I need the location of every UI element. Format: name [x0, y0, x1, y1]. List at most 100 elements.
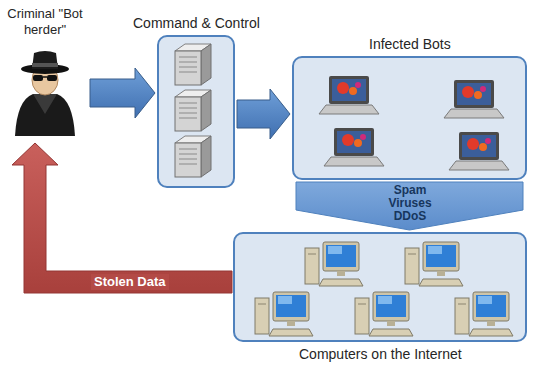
pc-tower: [305, 248, 319, 284]
pc-screen: [326, 245, 356, 267]
pc-screen: [426, 245, 456, 267]
server-slot: [179, 108, 197, 109]
edge-label: Spam Viruses DDoS: [378, 184, 442, 223]
laptop-screen: [332, 79, 366, 101]
server-side: [201, 44, 211, 85]
server-slot: [179, 57, 197, 58]
server-front: [175, 51, 201, 85]
sunglasses: [33, 75, 43, 81]
pc-screen-shine: [328, 246, 342, 254]
server-slot: [179, 67, 197, 68]
pc-screen-shine: [428, 246, 442, 254]
virus-splat: [467, 138, 479, 150]
command-arrow: [90, 68, 155, 118]
server-slot: [179, 118, 197, 119]
pc-stand: [287, 321, 295, 326]
laptop-screen: [462, 135, 496, 157]
pc-monitor: [373, 292, 409, 321]
criminal-collar: [33, 94, 57, 114]
virus-splat: [480, 86, 486, 92]
pc-screen-shine: [478, 296, 492, 304]
pc-drive: [458, 304, 466, 305]
bot-group-box: Infected Bots: [292, 56, 527, 180]
pc-stand: [437, 271, 445, 276]
pc-keyboard: [269, 329, 313, 336]
pc-drive: [358, 304, 366, 305]
laptop-lid: [334, 128, 374, 156]
server-slot: [179, 62, 197, 63]
pc-keyboard: [469, 329, 513, 336]
virus-splat: [474, 91, 482, 99]
virus-splat: [479, 143, 487, 151]
node-heading: Command & Control: [133, 15, 260, 31]
node-heading: Infected Bots: [369, 36, 451, 52]
pc-stand: [387, 321, 395, 326]
pc-stand: [337, 271, 345, 276]
pc-tower: [455, 298, 469, 334]
pc-screen: [276, 295, 306, 317]
node-illustration: [294, 58, 529, 182]
pc-stand: [487, 321, 495, 326]
server-side: [201, 90, 211, 131]
server-side: [201, 136, 211, 177]
command-arrow: [237, 89, 290, 139]
node-heading: Computers on the Internet: [299, 346, 462, 362]
pc-tower: [355, 298, 369, 334]
pc-screen: [476, 295, 506, 317]
hat-crown: [32, 51, 58, 69]
pc-tower: [255, 298, 269, 334]
pc-screen-shine: [278, 296, 292, 304]
pc-screen: [376, 295, 406, 317]
pc-keyboard: [319, 279, 363, 286]
hat-band: [32, 63, 58, 67]
pc-drive: [258, 304, 266, 305]
pc-monitor: [323, 242, 359, 271]
virus-splat: [355, 82, 361, 88]
sunglasses-bridge: [43, 76, 47, 78]
criminal-coat: [15, 94, 75, 136]
node-illustration: [235, 234, 529, 344]
criminal-figure: Criminal "Bot herder": [2, 6, 88, 140]
server-slot: [179, 159, 197, 160]
edge-label: Stolen Data: [91, 274, 169, 290]
server-front: [175, 97, 201, 131]
virus-splat: [337, 82, 349, 94]
server-slot: [179, 154, 197, 155]
virus-splat: [360, 134, 366, 140]
pc-keyboard: [369, 329, 413, 336]
node-heading: Criminal "Bot herder": [2, 6, 88, 38]
virus-splat: [354, 139, 362, 147]
virus-splat: [349, 87, 357, 95]
sunglasses: [47, 75, 57, 81]
data-return-arrow: [12, 143, 232, 293]
laptop-base: [324, 157, 384, 166]
laptop-screen: [457, 83, 491, 105]
node-illustration: [159, 37, 237, 190]
laptop-lid: [329, 76, 369, 104]
pc-keyboard: [419, 279, 463, 286]
server-group-box: Command & Control: [157, 35, 235, 188]
virus-splat: [485, 138, 491, 144]
laptop-screen: [337, 131, 371, 153]
laptop-base: [444, 109, 504, 118]
pc-drive: [308, 254, 316, 255]
pc-drive: [408, 254, 416, 255]
server-slot: [179, 164, 197, 165]
pc-monitor: [273, 292, 309, 321]
laptop-lid: [454, 80, 494, 108]
server-front: [175, 143, 201, 177]
pc-screen-shine: [378, 296, 392, 304]
pc-tower: [405, 248, 419, 284]
laptop-base: [319, 105, 379, 114]
virus-splat: [462, 86, 474, 98]
server-slot: [179, 113, 197, 114]
server-slot: [179, 103, 197, 104]
pc-monitor: [473, 292, 509, 321]
laptop-lid: [459, 132, 499, 160]
laptop-base: [449, 161, 509, 170]
attack-arrow: [296, 182, 523, 230]
pc-monitor: [423, 242, 459, 271]
server-slot: [179, 72, 197, 73]
virus-splat: [342, 134, 354, 146]
